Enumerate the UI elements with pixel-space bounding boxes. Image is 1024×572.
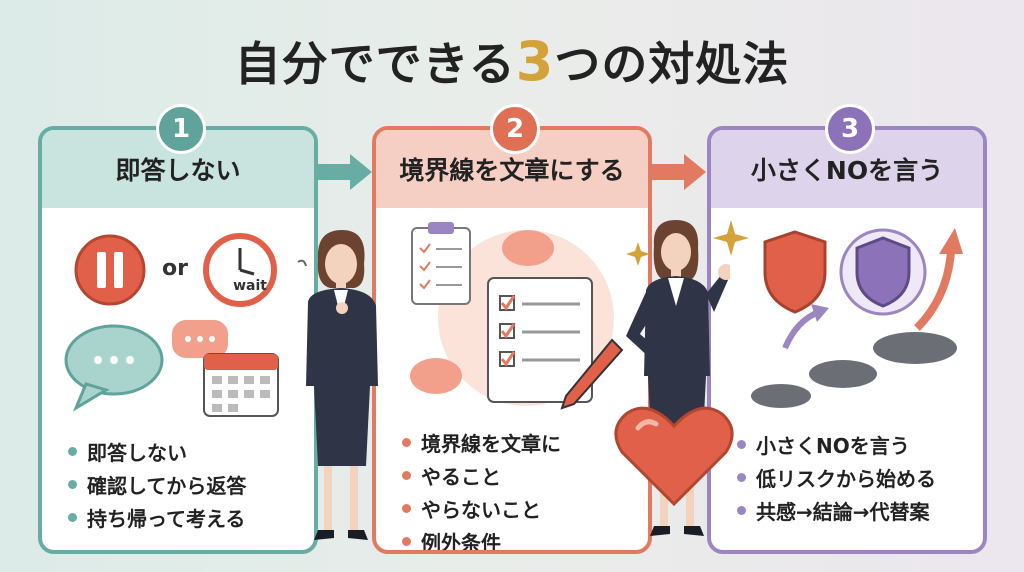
calendar-icon bbox=[203, 353, 279, 417]
card-illustration bbox=[410, 222, 624, 410]
speech-bubble-icon bbox=[64, 320, 228, 412]
arrow-right-icon bbox=[652, 154, 706, 190]
woman-thinking-illustration bbox=[297, 230, 378, 540]
list-item: 境界線を文章に bbox=[402, 426, 561, 459]
list-item: 即答しない bbox=[68, 435, 246, 468]
list-item: やること bbox=[402, 459, 561, 492]
card-illustration bbox=[64, 233, 279, 417]
list-item: やらないこと bbox=[402, 492, 561, 525]
clock-icon bbox=[203, 233, 277, 307]
step-badge-1: 1 bbox=[156, 104, 206, 154]
bullet-list: 境界線を文章に やること やらないこと 例外条件 bbox=[402, 426, 561, 550]
shield-icon bbox=[763, 230, 827, 314]
card-say-small-no: 小さくNOを言う 小さくNOを言う 低リスクから始める 共感→結論→代替案 bbox=[707, 126, 987, 554]
pen-icon bbox=[560, 338, 624, 410]
pause-icon bbox=[74, 234, 146, 306]
list-item: 持ち帰って考える bbox=[68, 501, 246, 534]
or-label: or bbox=[162, 256, 188, 281]
speech-bubble-icon bbox=[410, 230, 554, 394]
sparkle-icon bbox=[626, 242, 650, 266]
list-item: 例外条件 bbox=[402, 525, 561, 550]
shield-icon bbox=[839, 228, 927, 316]
arrow-up-icon bbox=[782, 228, 963, 350]
arrow-right-icon bbox=[318, 154, 372, 190]
title-number: 3 bbox=[515, 30, 555, 93]
card-heading: 小さくNOを言う bbox=[711, 130, 983, 208]
heart-icon bbox=[614, 406, 734, 507]
list-item: 低リスクから始める bbox=[737, 461, 936, 494]
card-no-instant-reply: 即答しない or wait bbox=[38, 126, 318, 554]
checklist-icon bbox=[487, 277, 593, 403]
list-item: 小さくNOを言う bbox=[737, 428, 936, 461]
bullet-list: 小さくNOを言う 低リスクから始める 共感→結論→代替案 bbox=[737, 428, 936, 527]
stepping-stones bbox=[751, 332, 957, 408]
page-title: 自分でできる3つの対処法 bbox=[0, 28, 1024, 94]
title-before: 自分でできる bbox=[234, 37, 516, 91]
card-write-boundaries: 境界線を文章にする bbox=[372, 126, 652, 554]
card-illustration bbox=[751, 228, 963, 408]
title-after: つの対処法 bbox=[554, 37, 790, 91]
bullet-list: 即答しない 確認してから返答 持ち帰って考える bbox=[68, 435, 246, 534]
step-badge-3: 3 bbox=[825, 104, 875, 154]
list-item: 共感→結論→代替案 bbox=[737, 494, 936, 527]
sparkle-icon bbox=[713, 220, 749, 256]
list-item: 確認してから返答 bbox=[68, 468, 246, 501]
clipboard-icon bbox=[411, 222, 471, 305]
wait-label: wait bbox=[233, 278, 267, 294]
step-badge-2: 2 bbox=[490, 104, 540, 154]
